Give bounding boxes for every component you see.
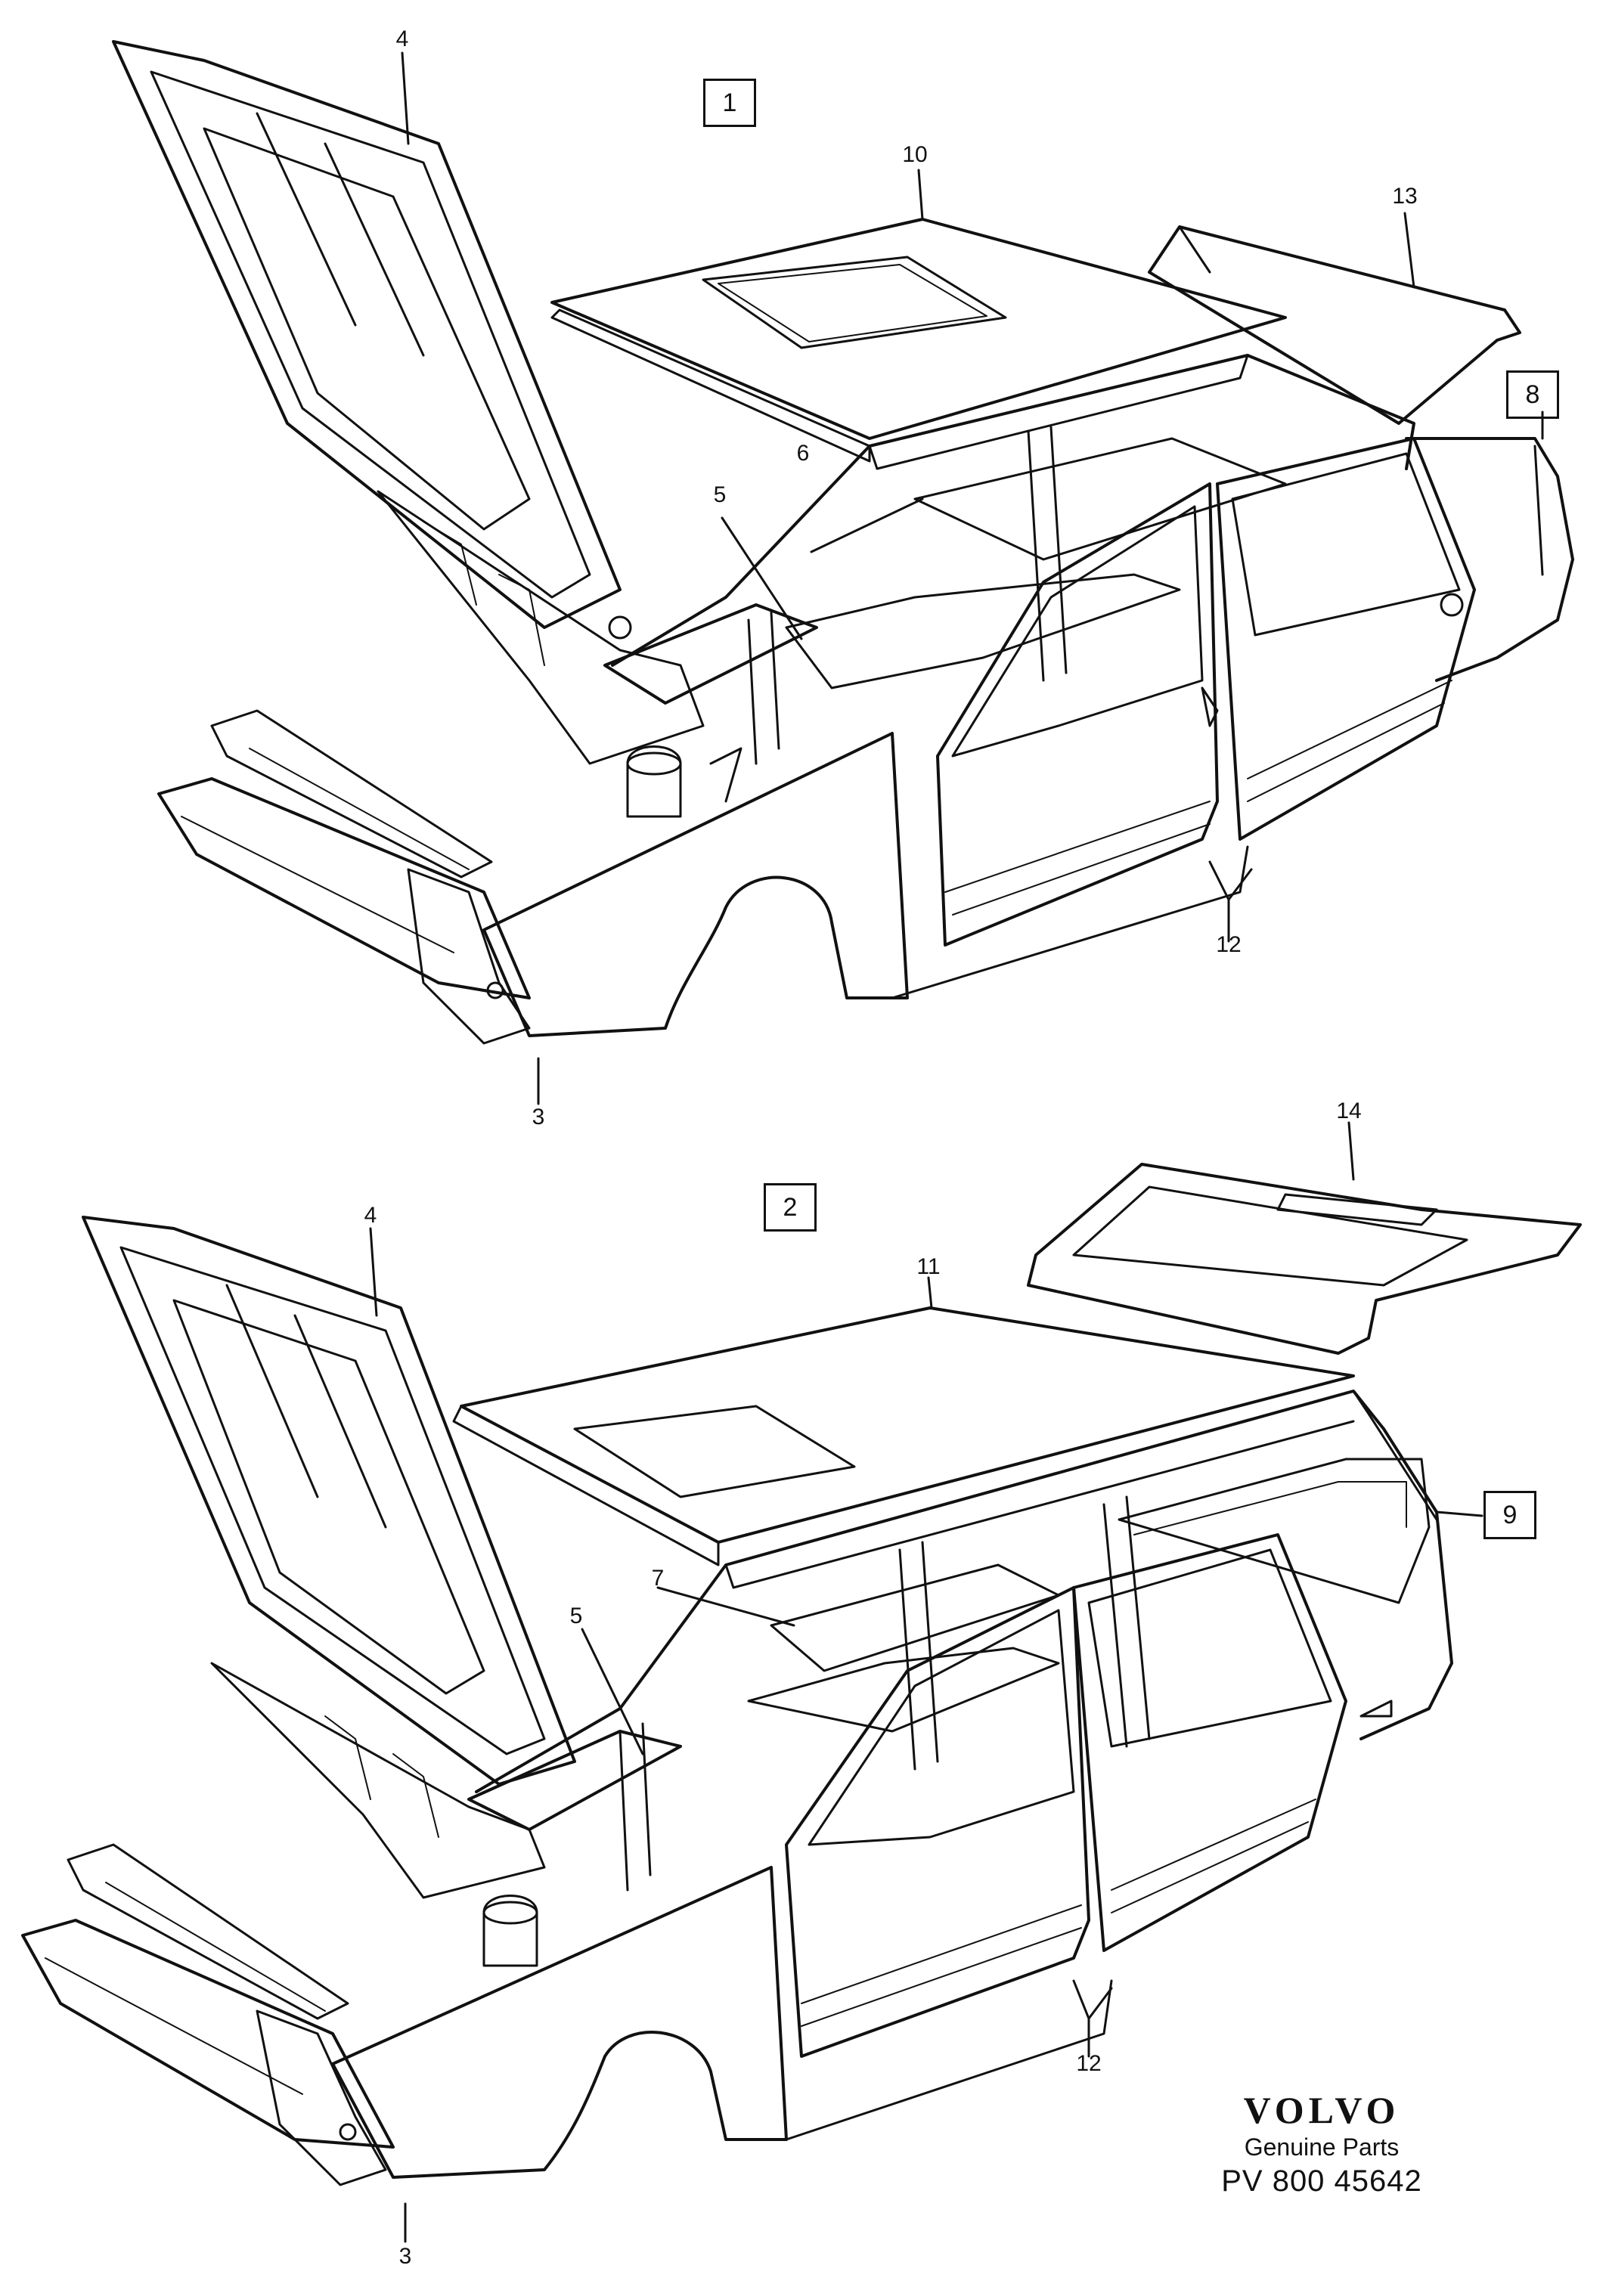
volvo-logo: VOLVO — [1243, 2089, 1400, 2131]
callout-frame-bottom: 3 — [398, 2244, 412, 2269]
brand-subtitle: Genuine Parts — [1244, 2133, 1400, 2161]
hood-top — [112, 40, 622, 629]
callout-pillar-top: 5 — [713, 482, 727, 507]
callout-doors-top: 12 — [1216, 932, 1242, 957]
leader-lines-top — [401, 51, 1544, 1105]
roof-panel-bottom — [452, 1306, 1355, 1566]
variant-box-9: 9 — [1483, 1491, 1536, 1539]
callout-floor-top: 6 — [796, 441, 810, 466]
callout-floor-bottom: 7 — [651, 1566, 665, 1591]
callout-roof-top: 10 — [902, 142, 928, 167]
leader-lines-bottom — [369, 1121, 1483, 2243]
callout-pillar-bottom: 5 — [569, 1603, 583, 1628]
callout-hood-bottom: 4 — [364, 1203, 377, 1228]
variant-box-8-label: 8 — [1525, 380, 1540, 409]
roof-panel-top — [550, 218, 1287, 463]
variant-box-1-label: 1 — [722, 88, 737, 117]
callout-rear-panel-top: 13 — [1392, 184, 1418, 209]
callout-tailgate-bottom: 14 — [1336, 1098, 1362, 1123]
body-shell-top — [157, 354, 1574, 1045]
sedan-body-illustration — [112, 40, 1574, 1105]
hood-bottom — [82, 1216, 576, 1786]
diagram-code: PV 800 45642 — [1221, 2164, 1422, 2198]
variant-box-9-label: 9 — [1502, 1500, 1518, 1529]
body-shell-bottom — [21, 1390, 1453, 2186]
variant-box-1: 1 — [703, 79, 756, 127]
variant-box-2-label: 2 — [783, 1192, 798, 1222]
estate-body-illustration — [21, 1121, 1582, 2243]
callout-roof-bottom: 11 — [916, 1254, 941, 1279]
rear-panel-top — [1148, 225, 1521, 425]
callout-hood-top: 4 — [395, 26, 409, 51]
callout-doors-bottom: 12 — [1076, 2051, 1102, 2076]
variant-box-8: 8 — [1506, 370, 1559, 419]
tailgate-bottom — [1027, 1163, 1582, 1355]
brand-block: VOLVO Genuine Parts PV 800 45642 — [1186, 2088, 1458, 2198]
callout-frame-top: 3 — [532, 1105, 545, 1129]
variant-box-2: 2 — [764, 1183, 817, 1232]
